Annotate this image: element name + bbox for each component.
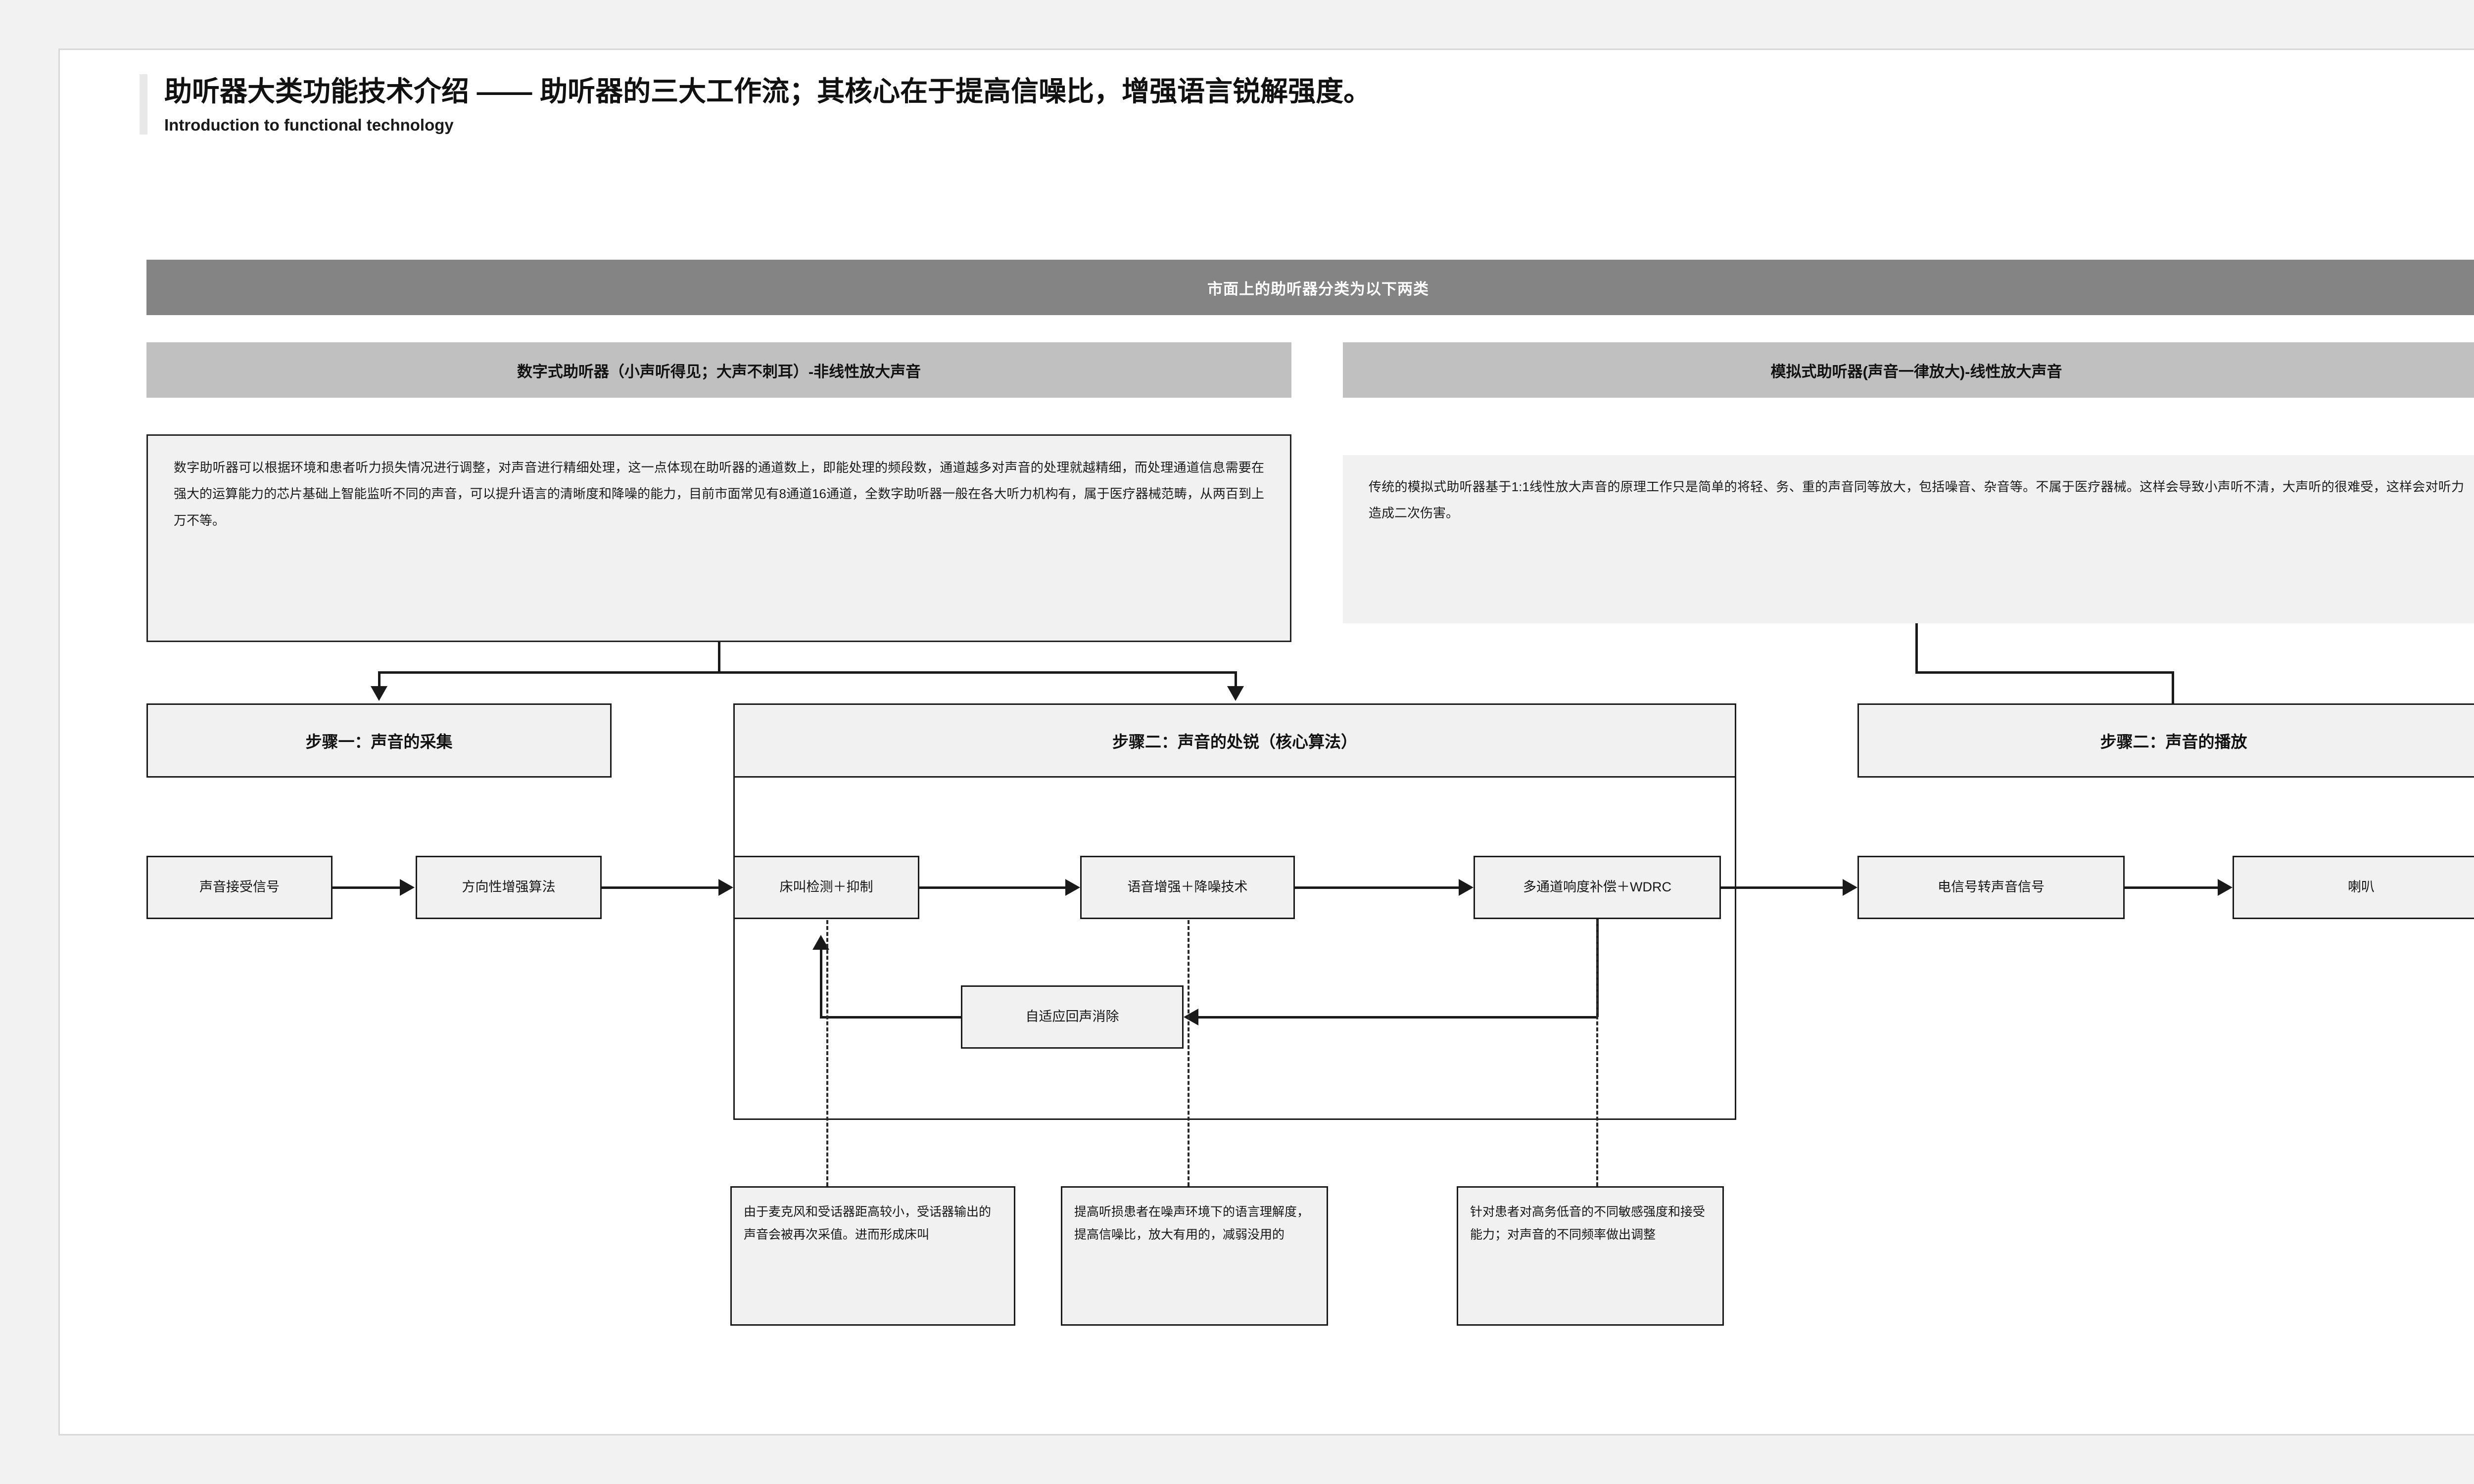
- arrowhead-feedback-into-echo: [1184, 1009, 1198, 1025]
- note-box-wdrc: 针对患者对高务低音的不同敏感强度和接受能力；对声音的不同频率做出调整: [1457, 1186, 1724, 1326]
- category-header-digital-label: 数字式助听器（小声听得见；大声不刺耳）-非线性放大声音: [517, 363, 921, 380]
- node-sound-receive-label: 声音接受信号: [199, 880, 280, 895]
- node-beamforming-label: 方向性增强算法: [462, 880, 556, 895]
- page-subtitle: Introduction to functional technology: [164, 116, 454, 135]
- step-header-3: 步骤二：声音的播放: [1857, 703, 2474, 778]
- node-sound-receive: 声音接受信号: [146, 856, 333, 919]
- flow-denoise-to-wdrc: [1295, 886, 1459, 889]
- category-header-digital: 数字式助听器（小声听得见；大声不刺耳）-非线性放大声音: [146, 342, 1291, 398]
- node-wdrc-label: 多通道响度补偿＋WDRC: [1523, 880, 1671, 895]
- page-title-block: 助听器大类功能技术介绍 —— 助听器的三大工作流；其核心在于提高信噪比，增强语言…: [140, 74, 1371, 135]
- leader-note-1: [826, 920, 828, 1186]
- note-box-howling-text: 由于麦克风和受话器距高较小，受话器输出的声音会被再次采值。进而形成床叫: [744, 1205, 992, 1242]
- feedback-echo-rise: [820, 950, 822, 1018]
- arrowhead-howling-to-denoise: [1065, 879, 1080, 896]
- connector-to-step1: [378, 671, 381, 686]
- arrowhead-receive-to-beamforming: [400, 879, 415, 896]
- leader-note-3: [1596, 920, 1598, 1186]
- arrowhead-beamforming-to-howling: [718, 879, 733, 896]
- connector-analog-stem: [1915, 623, 1918, 671]
- step-header-1-label: 步骤一：声音的采集: [305, 733, 453, 751]
- node-howling-suppression: 床叫检测＋抑制: [733, 856, 919, 919]
- flow-wdrc-to-convert: [1721, 886, 1843, 889]
- step-header-1: 步骤一：声音的采集: [146, 703, 612, 778]
- note-box-denoise-text: 提高听损患者在噪声环境下的语言理解度，提高信噪比，放大有用的，减弱没用的: [1074, 1205, 1310, 1242]
- note-box-wdrc-text: 针对患者对高务低音的不同敏感强度和接受能力；对声音的不同频率做出调整: [1470, 1205, 1706, 1242]
- node-speaker-label: 喇叭: [2348, 880, 2375, 895]
- node-echo-cancellation-label: 自适应回声消除: [1025, 1009, 1119, 1024]
- leader-note-2: [1188, 920, 1189, 1186]
- node-speech-enhancement-label: 语音增强＋降噪技术: [1127, 880, 1248, 895]
- arrowhead-convert-to-speaker: [2218, 879, 2233, 896]
- note-box-denoise: 提高听损患者在噪声环境下的语言理解度，提高信噪比，放大有用的，减弱没用的: [1061, 1186, 1328, 1326]
- connector-analog-bus: [1915, 671, 2173, 674]
- flow-convert-to-speaker: [2125, 886, 2218, 889]
- node-echo-cancellation: 自适应回声消除: [961, 985, 1184, 1049]
- note-box-howling: 由于麦克风和受话器距高较小，受话器输出的声音会被再次采值。进而形成床叫: [730, 1186, 1015, 1326]
- arrowhead-to-step1: [371, 686, 387, 701]
- node-beamforming: 方向性增强算法: [416, 856, 602, 919]
- connector-digital-bus: [379, 671, 1237, 674]
- category-header-analog: 模拟式助听器(声音一律放大)-线性放大声音: [1343, 342, 2474, 398]
- step-header-2-label: 步骤二：声音的处锐（核心算法）: [1112, 733, 1357, 751]
- connector-to-step3: [2172, 671, 2174, 703]
- classification-banner-label: 市面上的助听器分类为以下两类: [1207, 280, 1429, 298]
- connector-digital-stem: [718, 642, 720, 673]
- arrowhead-denoise-to-wdrc: [1459, 879, 1474, 896]
- flow-howling-to-denoise: [919, 886, 1065, 889]
- node-speech-enhancement: 语音增强＋降噪技术: [1080, 856, 1295, 919]
- feedback-echo-out: [820, 1016, 962, 1019]
- page-title: 助听器大类功能技术介绍 —— 助听器的三大工作流；其核心在于提高信噪比，增强语言…: [164, 76, 1372, 107]
- title-accent-bar: [140, 74, 147, 135]
- category-description-analog-text: 传统的模拟式助听器基于1:1线性放大声音的原理工作只是简单的将轻、务、重的声音同…: [1369, 479, 2464, 521]
- classification-banner: 市面上的助听器分类为以下两类: [146, 260, 2474, 315]
- node-wdrc: 多通道响度补偿＋WDRC: [1474, 856, 1721, 919]
- category-description-analog: 传统的模拟式助听器基于1:1线性放大声音的原理工作只是简单的将轻、务、重的声音同…: [1343, 455, 2474, 623]
- category-description-digital: 数字助听器可以根据环境和患者听力损失情况进行调整，对声音进行精细处理，这一点体现…: [146, 434, 1291, 642]
- flow-beamforming-to-howling: [602, 886, 718, 889]
- node-howling-suppression-label: 床叫检测＋抑制: [779, 880, 873, 895]
- node-signal-to-sound-label: 电信号转声音信号: [1938, 880, 2045, 895]
- connector-to-step2: [1235, 671, 1237, 686]
- feedback-wdrc-to-echo: [1198, 1016, 1598, 1019]
- arrowhead-wdrc-to-convert: [1843, 879, 1857, 896]
- category-header-analog-label: 模拟式助听器(声音一律放大)-线性放大声音: [1770, 363, 2062, 380]
- step-header-3-label: 步骤二：声音的播放: [2100, 733, 2247, 751]
- step-header-2: 步骤二：声音的处锐（核心算法）: [733, 703, 1736, 778]
- arrowhead-to-step2: [1227, 686, 1244, 701]
- flow-receive-to-beamforming: [333, 886, 400, 889]
- category-description-digital-text: 数字助听器可以根据环境和患者听力损失情况进行调整，对声音进行精细处理，这一点体现…: [174, 460, 1264, 528]
- node-signal-to-sound: 电信号转声音信号: [1857, 856, 2125, 919]
- node-speaker: 喇叭: [2233, 856, 2474, 919]
